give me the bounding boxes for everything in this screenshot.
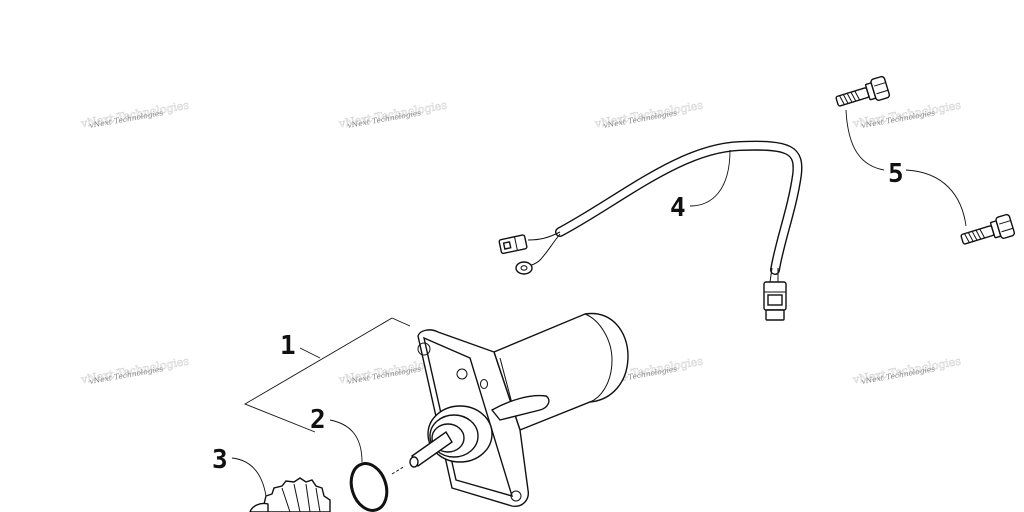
- ring-terminal: [515, 261, 533, 275]
- leader-2: [329, 419, 363, 463]
- bolt-lower: [960, 213, 1016, 245]
- o-ring: [349, 462, 389, 512]
- wiring-harness: [498, 140, 803, 321]
- bracket-leader-1: [243, 317, 411, 433]
- watermark-2: vNext Technologies vNext Technologies: [337, 98, 449, 131]
- callout-5: 5: [888, 159, 904, 189]
- callout-4: 4: [670, 193, 686, 223]
- connector-large: [763, 281, 787, 321]
- callout-3: 3: [212, 445, 228, 475]
- watermark-4: vNext Technologies vNext Technologies: [851, 98, 963, 131]
- starter-gear: [249, 477, 331, 512]
- leader-3: [231, 457, 267, 497]
- starter-motor: [409, 312, 629, 507]
- watermark-3: vNext Technologies vNext Technologies: [593, 98, 705, 131]
- watermark-5: vNext Technologies vNext Technologies: [79, 354, 191, 387]
- callout-2: 2: [310, 405, 326, 435]
- callout-1: 1: [280, 331, 296, 361]
- leader-5b: [905, 169, 967, 227]
- watermark-1: vNext Technologies vNext Technologies: [79, 98, 191, 131]
- leader-4: [689, 149, 731, 207]
- bolt-upper: [835, 75, 891, 107]
- watermark-8: vNext Technologies vNext Technologies: [851, 354, 963, 387]
- leader-5a: [845, 109, 885, 171]
- connector-small: [498, 234, 528, 255]
